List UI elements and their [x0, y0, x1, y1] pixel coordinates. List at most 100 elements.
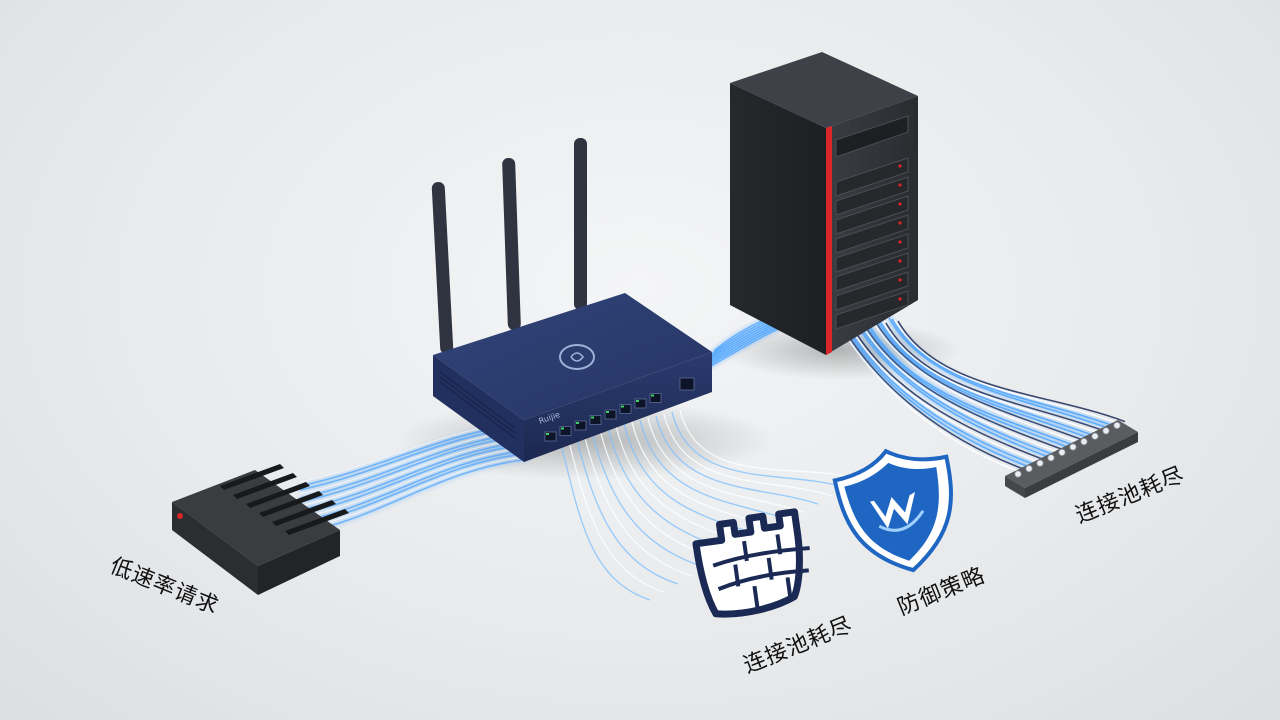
cable-center: [591, 431, 707, 569]
router-antenna-right: [574, 138, 587, 310]
server-drive-led: [898, 278, 902, 282]
cable-right: [855, 318, 1056, 456]
strip-port: [1025, 464, 1033, 473]
server-drive-led: [898, 221, 902, 225]
router-port-led: [621, 405, 624, 408]
router-port-led: [591, 416, 594, 419]
router-port-led: [651, 394, 654, 397]
router-port-led: [561, 427, 564, 430]
cable-left: [299, 449, 531, 523]
cables-right-bundle: [834, 317, 1126, 473]
server-drive-bays: [835, 115, 909, 330]
router-ethernet-port: [574, 420, 587, 431]
strip-port: [1069, 443, 1077, 451]
router-port-led: [546, 433, 549, 435]
connection-pool-strip: [1005, 420, 1138, 498]
cable-right: [864, 321, 1071, 449]
cable-right: [852, 317, 1051, 459]
router-sfp-port: [679, 377, 695, 391]
cable-right: [873, 318, 1086, 442]
shield-w-icon: [832, 448, 953, 573]
server-optical-bay: [835, 115, 909, 158]
cable-right: [846, 321, 1041, 464]
strip-port: [1113, 421, 1121, 429]
cable-center: [575, 435, 679, 585]
router-side-vents: [439, 371, 516, 439]
server-drive-bay: [835, 233, 909, 273]
cable-left: [299, 446, 531, 519]
cable-center: [647, 417, 805, 513]
server-drive-bay: [835, 195, 909, 235]
cables-center-bundle: [559, 409, 861, 601]
castle-wall-icon: [692, 508, 810, 618]
router-ethernet-port: [634, 398, 647, 409]
cable-right: [840, 319, 1031, 468]
server-top-face: [730, 52, 918, 128]
router-ethernet-port: [559, 426, 572, 436]
switch-left-slot: [285, 509, 349, 535]
switch-left-slot: [233, 473, 297, 499]
cable-right: [876, 319, 1091, 440]
switch-left-slot: [246, 482, 310, 508]
router-antenna-middle: [502, 158, 521, 330]
cable-center: [639, 419, 791, 521]
server-drive-bay: [835, 176, 909, 216]
server-drive-led: [898, 164, 902, 168]
cable-right: [861, 320, 1066, 452]
cable-left: [299, 443, 531, 515]
cable-right: [843, 320, 1036, 466]
cable-center: [559, 439, 651, 601]
strip-ports: [1014, 421, 1121, 478]
cable-right: [858, 319, 1061, 454]
server-drive-led: [898, 259, 902, 263]
router-ethernet-port: [604, 409, 617, 420]
cable-right: [867, 322, 1076, 447]
switch-left-slots: [220, 464, 349, 535]
server-tower: [730, 52, 918, 355]
server-drive-led: [898, 240, 902, 244]
router-logo-icon: [559, 344, 595, 370]
switch-left-slot: [220, 464, 284, 490]
router-ethernet-port: [619, 404, 632, 414]
switch-left-led: [177, 513, 183, 519]
router-device: Ruijie: [431, 138, 712, 462]
cable-center: [567, 437, 665, 593]
server-drive-led: [898, 297, 902, 301]
switch-left-slot: [259, 491, 323, 517]
router-port-led: [576, 422, 579, 424]
router-side-face: [433, 355, 524, 462]
strip-port: [1091, 432, 1099, 440]
router-top-face: [433, 293, 712, 420]
server-side-face: [730, 83, 826, 355]
server-red-trim: [826, 126, 832, 355]
router-port-led: [636, 400, 639, 402]
server-drive-bay: [835, 252, 909, 292]
strip-port: [1036, 459, 1044, 467]
switch-left-top-face: [172, 470, 340, 566]
router-ethernet-port: [589, 415, 602, 425]
cable-center: [671, 411, 847, 489]
cable-right: [882, 321, 1101, 435]
cable-right: [891, 318, 1116, 428]
strip-port: [1102, 427, 1110, 435]
switch-left-side-face: [172, 502, 258, 595]
strip-port: [1058, 448, 1066, 456]
router-ethernet-port: [544, 431, 557, 442]
cable-right: [894, 319, 1121, 425]
cable-center: [623, 423, 763, 537]
cable-right: [834, 317, 1021, 473]
strip-port: [1014, 470, 1022, 478]
cable-left: [299, 455, 531, 531]
server-drive-bay: [835, 157, 909, 197]
cable-right: [888, 317, 1111, 430]
server-drive-bay: [835, 290, 909, 330]
server-drive-bay: [835, 271, 909, 311]
router-antenna-left: [431, 182, 454, 354]
server-drive-led: [898, 183, 902, 187]
router-ports: [544, 377, 695, 442]
cable-right: [897, 320, 1126, 423]
strip-top-face: [1005, 420, 1138, 488]
strip-side-face: [1005, 476, 1025, 498]
router-ethernet-port: [649, 393, 662, 403]
